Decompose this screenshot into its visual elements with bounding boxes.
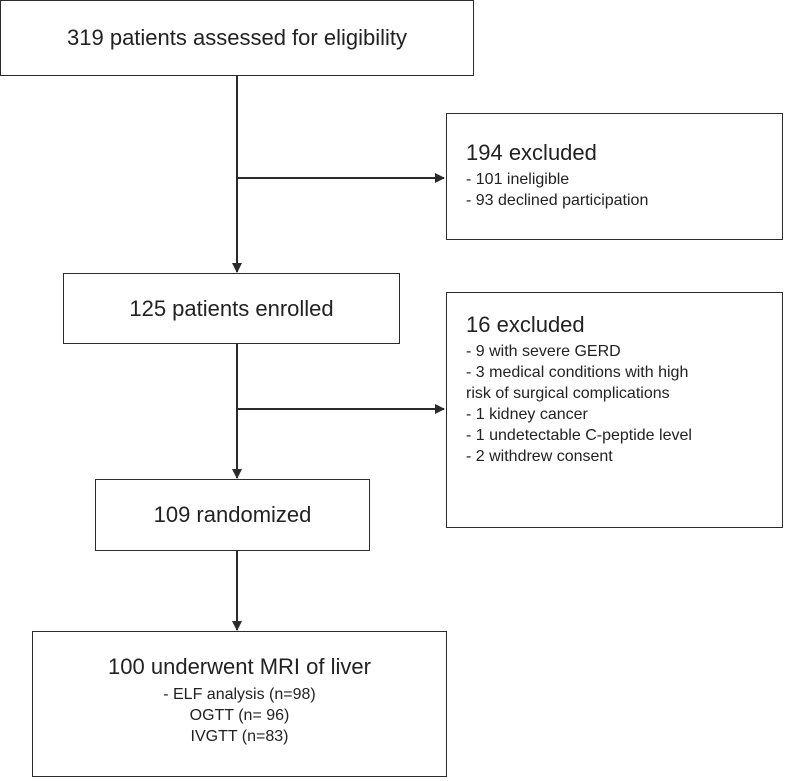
- mri-line: - ELF analysis (n=98): [163, 686, 316, 703]
- excluded1-title: 194 excluded: [466, 140, 597, 165]
- randomized-label: 109 randomized: [153, 502, 312, 527]
- mri-line: OGTT (n= 96): [189, 707, 290, 724]
- excluded1-box: 194 excluded - 101 ineligible - 93 decli…: [446, 113, 783, 240]
- excluded2-line: - 3 medical conditions with high: [466, 364, 689, 381]
- excluded2-box: 16 excluded - 9 with severe GERD - 3 med…: [446, 292, 783, 528]
- excluded2-line: - 1 kidney cancer: [466, 406, 588, 423]
- mri-title: 100 underwent MRI of liver: [108, 654, 371, 679]
- randomized-box: 109 randomized: [95, 479, 370, 551]
- excluded2-line: - 2 withdrew consent: [466, 448, 613, 465]
- excluded2-line: risk of surgical complications: [466, 385, 670, 402]
- excluded2-line: - 1 undetectable C-peptide level: [466, 427, 692, 444]
- excluded1-line: - 93 declined participation: [466, 192, 649, 209]
- assessed-box: 319 patients assessed for eligibility: [0, 0, 474, 76]
- excluded2-title: 16 excluded: [466, 312, 585, 337]
- mri-line: IVGTT (n=83): [190, 728, 289, 745]
- excluded2-line: - 9 with severe GERD: [466, 343, 621, 360]
- enrolled-box: 125 patients enrolled: [63, 273, 400, 344]
- excluded1-line: - 101 ineligible: [466, 171, 570, 188]
- mri-box: 100 underwent MRI of liver - ELF analysi…: [32, 631, 447, 777]
- assessed-label: 319 patients assessed for eligibility: [67, 25, 407, 50]
- enrolled-label: 125 patients enrolled: [129, 296, 334, 321]
